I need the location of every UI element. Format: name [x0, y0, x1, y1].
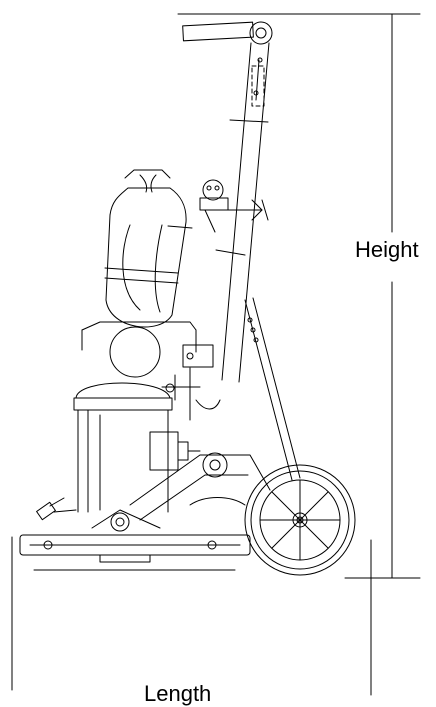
solution-tank [81, 169, 197, 378]
length-dimension [11, 536, 372, 696]
length-label: Length [144, 681, 212, 706]
height-dimension [177, 13, 421, 579]
side-nozzle [36, 497, 77, 521]
lower-valve-assembly [161, 344, 221, 421]
base-plate [19, 509, 251, 571]
rear-wheel [244, 464, 356, 576]
handle [182, 21, 273, 383]
height-label: Height [355, 237, 419, 262]
deck-frame [129, 452, 271, 521]
support-strut [244, 297, 301, 481]
motor [73, 382, 201, 513]
upper-valve-assembly [199, 179, 269, 233]
